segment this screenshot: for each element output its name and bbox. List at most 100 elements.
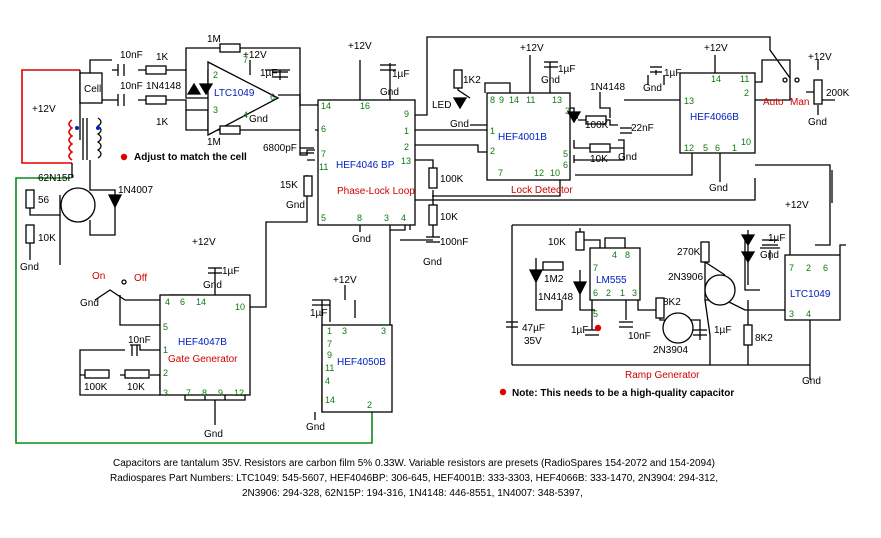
svg-text:62N15P: 62N15P	[38, 173, 74, 184]
svg-text:10: 10	[741, 137, 751, 147]
svg-text:14: 14	[711, 74, 721, 84]
svg-text:1: 1	[327, 326, 332, 336]
hef4066-label: HEF4066B	[690, 112, 739, 123]
svg-text:10nF: 10nF	[628, 331, 651, 342]
svg-text:3: 3	[381, 326, 386, 336]
svg-text:2: 2	[367, 400, 372, 410]
hef4001-label: HEF4001B	[498, 132, 547, 143]
pll-label: Phase-Lock Loop	[337, 186, 415, 197]
svg-text:1µF: 1µF	[222, 266, 239, 277]
svg-text:100K: 100K	[84, 382, 108, 393]
svg-text:2N3904: 2N3904	[653, 345, 688, 356]
svg-text:6800pF: 6800pF	[263, 143, 297, 154]
quality-note: Note: This needs to be a high-quality ca…	[512, 388, 734, 399]
svg-text:Gnd: Gnd	[541, 75, 560, 86]
svg-text:14: 14	[325, 395, 335, 405]
svg-text:6: 6	[593, 288, 598, 298]
svg-text:10: 10	[550, 168, 560, 178]
svg-text:11: 11	[325, 363, 334, 373]
svg-text:Man: Man	[790, 97, 809, 108]
svg-text:4: 4	[401, 213, 406, 223]
svg-text:4: 4	[612, 250, 617, 260]
svg-text:13: 13	[401, 156, 411, 166]
svg-text:5: 5	[703, 143, 708, 153]
ramp-generator-label: Ramp Generator	[625, 370, 700, 381]
svg-text:3: 3	[565, 106, 570, 116]
svg-text:6: 6	[715, 143, 720, 153]
svg-text:Gnd: Gnd	[20, 262, 39, 273]
svg-text:+12V: +12V	[704, 43, 728, 54]
svg-text:11: 11	[526, 95, 535, 105]
footer-line-2: Radiospares Part Numbers: LTC1049: 545-5…	[110, 473, 718, 484]
svg-text:Gnd: Gnd	[808, 117, 827, 128]
svg-text:8K2: 8K2	[755, 333, 773, 344]
ltc1049-right-label: LTC1049	[790, 289, 831, 300]
svg-text:Auto: Auto	[763, 97, 784, 108]
hef4047-label: HEF4047B	[178, 337, 227, 348]
svg-text:1µF: 1µF	[714, 325, 731, 336]
svg-text:1N4148: 1N4148	[590, 82, 625, 93]
lock-detector-label: Lock Detector	[511, 185, 573, 196]
svg-text:5: 5	[163, 322, 168, 332]
svg-text:4: 4	[806, 309, 811, 319]
svg-text:Gnd: Gnd	[802, 376, 821, 387]
svg-text:12: 12	[684, 143, 694, 153]
svg-text:9: 9	[404, 109, 409, 119]
svg-text:7: 7	[789, 263, 794, 273]
svg-text:1M: 1M	[207, 137, 221, 148]
svg-text:7: 7	[186, 388, 191, 398]
svg-text:56: 56	[38, 195, 50, 206]
svg-text:100K: 100K	[585, 120, 609, 131]
svg-text:1M2: 1M2	[544, 274, 564, 285]
svg-text:3: 3	[632, 288, 637, 298]
svg-text:6: 6	[270, 92, 275, 102]
svg-text:47µF: 47µF	[522, 323, 545, 334]
svg-text:1M: 1M	[207, 34, 221, 45]
ltc1049-top-label: LTC1049	[214, 88, 255, 99]
svg-text:10K: 10K	[440, 212, 458, 223]
svg-text:Gnd: Gnd	[380, 87, 399, 98]
svg-text:9: 9	[218, 388, 223, 398]
svg-text:8K2: 8K2	[663, 297, 681, 308]
svg-text:13: 13	[552, 95, 562, 105]
svg-text:1µF: 1µF	[558, 64, 575, 75]
svg-text:100K: 100K	[440, 174, 464, 185]
svg-text:2: 2	[490, 146, 495, 156]
svg-text:1N4148: 1N4148	[538, 292, 573, 303]
svg-text:6: 6	[321, 124, 326, 134]
note-dot	[499, 388, 507, 396]
footer-notes: Capacitors are tantalum 35V. Resistors a…	[110, 458, 718, 499]
chip-ltc1049-top: LTC1049 23 74 6	[207, 55, 280, 137]
svg-text:2: 2	[404, 142, 409, 152]
adjust-dot	[120, 153, 128, 161]
svg-text:6: 6	[563, 160, 568, 170]
svg-text:6: 6	[180, 297, 185, 307]
svg-text:1: 1	[490, 126, 495, 136]
svg-text:Gnd: Gnd	[286, 200, 305, 211]
svg-text:Gnd: Gnd	[643, 83, 662, 94]
svg-text:1N4007: 1N4007	[118, 185, 153, 196]
svg-text:+12V: +12V	[348, 41, 372, 52]
footer-line-3: 2N3906: 294-328, 62N15P: 194-316, 1N4148…	[242, 488, 583, 499]
svg-text:270K: 270K	[677, 247, 701, 258]
svg-text:Gnd: Gnd	[204, 429, 223, 440]
svg-text:1K: 1K	[156, 117, 169, 128]
lm555-label: LM555	[596, 275, 627, 286]
svg-text:2: 2	[163, 368, 168, 378]
svg-text:10nF: 10nF	[120, 50, 143, 61]
svg-text:3: 3	[789, 309, 794, 319]
svg-text:+12V: +12V	[192, 237, 216, 248]
svg-text:10nF: 10nF	[128, 335, 151, 346]
passive-components	[25, 43, 823, 379]
svg-text:1µF: 1µF	[571, 325, 588, 336]
svg-text:10nF: 10nF	[120, 81, 143, 92]
svg-text:+12V: +12V	[333, 275, 357, 286]
svg-text:LED: LED	[432, 100, 451, 111]
hef4050-label: HEF4050B	[337, 357, 386, 368]
svg-text:12: 12	[234, 388, 244, 398]
svg-text:10K: 10K	[548, 237, 566, 248]
svg-text:3: 3	[163, 388, 168, 398]
